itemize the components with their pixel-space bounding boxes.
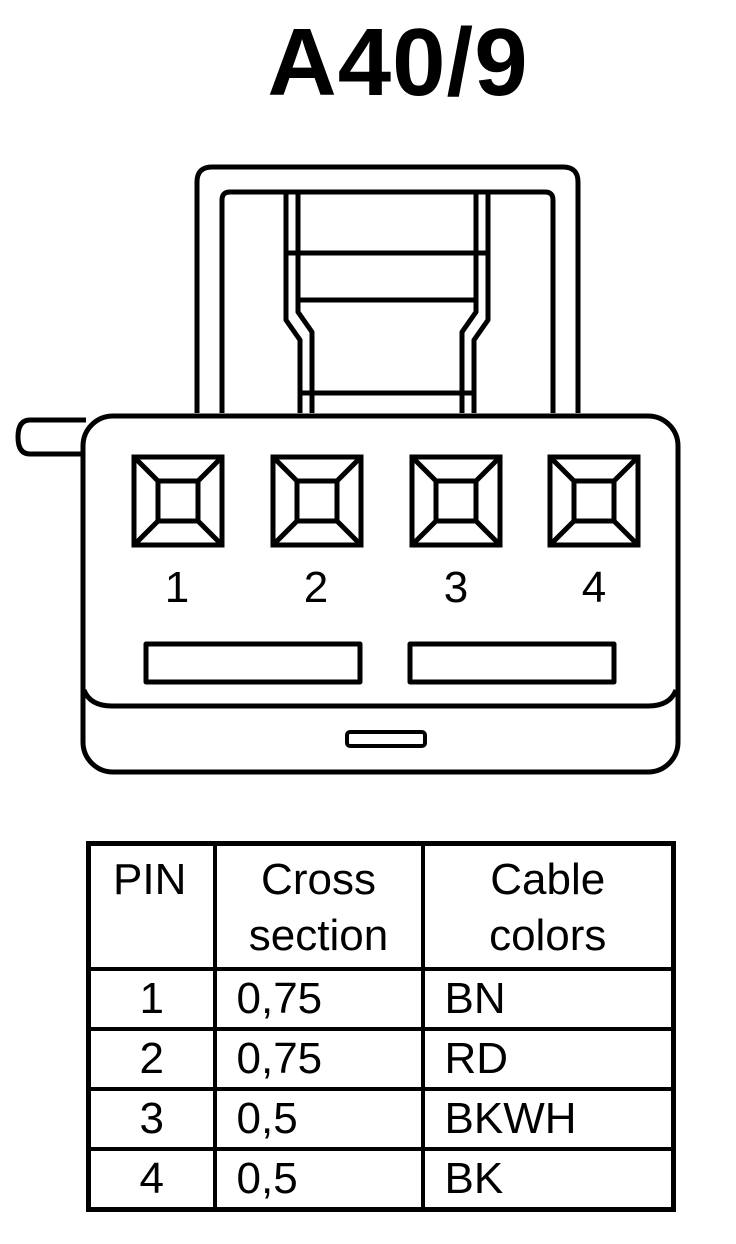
- table-header-row: PIN Cross section Cable colors: [86, 841, 676, 971]
- latch-inner: [219, 189, 556, 413]
- pin-cavity-4: [547, 454, 641, 548]
- table-row: 4 0,5 BK: [86, 1146, 676, 1211]
- table-row: 3 0,5 BKWH: [86, 1086, 676, 1151]
- cell-pin: 3: [86, 1086, 217, 1151]
- pin-cavity-2: [270, 454, 364, 548]
- pin-cavity-1: [131, 454, 225, 548]
- connector-title: A40/9: [267, 9, 529, 116]
- pin-cavity-3: [409, 454, 503, 548]
- table-row: 2 0,75 RD: [86, 1026, 676, 1091]
- pin-assignment-table: PIN Cross section Cable colors 1 0,75 BN…: [86, 841, 676, 1212]
- cell-pin: 4: [86, 1146, 217, 1211]
- latch-tongue-outer: [283, 192, 303, 413]
- pin-number-4: 4: [582, 563, 606, 612]
- slot-right: [407, 641, 617, 685]
- header-pin: PIN: [86, 841, 217, 971]
- cell-cross-section: 0,5: [212, 1086, 425, 1151]
- connector-diagram: 1 2 3 4: [15, 164, 681, 775]
- latch-outer: [194, 164, 581, 413]
- cell-cable-color: RD: [420, 1026, 676, 1091]
- slot-left: [143, 641, 363, 685]
- table-row: 1 0,75 BN: [86, 966, 676, 1031]
- latch-tongue-outer-r: [471, 192, 491, 413]
- cell-cable-color: BN: [420, 966, 676, 1031]
- pin-number-3: 3: [444, 563, 468, 612]
- housing-key: [345, 730, 427, 748]
- cell-pin: 1: [86, 966, 217, 1031]
- cell-cross-section: 0,75: [212, 966, 425, 1031]
- side-tab: [15, 417, 86, 457]
- cell-cross-section: 0,5: [212, 1146, 425, 1211]
- header-cross-section: Cross section: [212, 841, 425, 971]
- housing-ledge: [81, 688, 679, 709]
- cell-pin: 2: [86, 1026, 217, 1091]
- cell-cable-color: BK: [420, 1146, 676, 1211]
- header-cable-colors: Cable colors: [420, 841, 676, 971]
- pin-number-1: 1: [165, 563, 189, 612]
- cell-cable-color: BKWH: [420, 1086, 676, 1151]
- pin-number-2: 2: [304, 563, 328, 612]
- cell-cross-section: 0,75: [212, 1026, 425, 1091]
